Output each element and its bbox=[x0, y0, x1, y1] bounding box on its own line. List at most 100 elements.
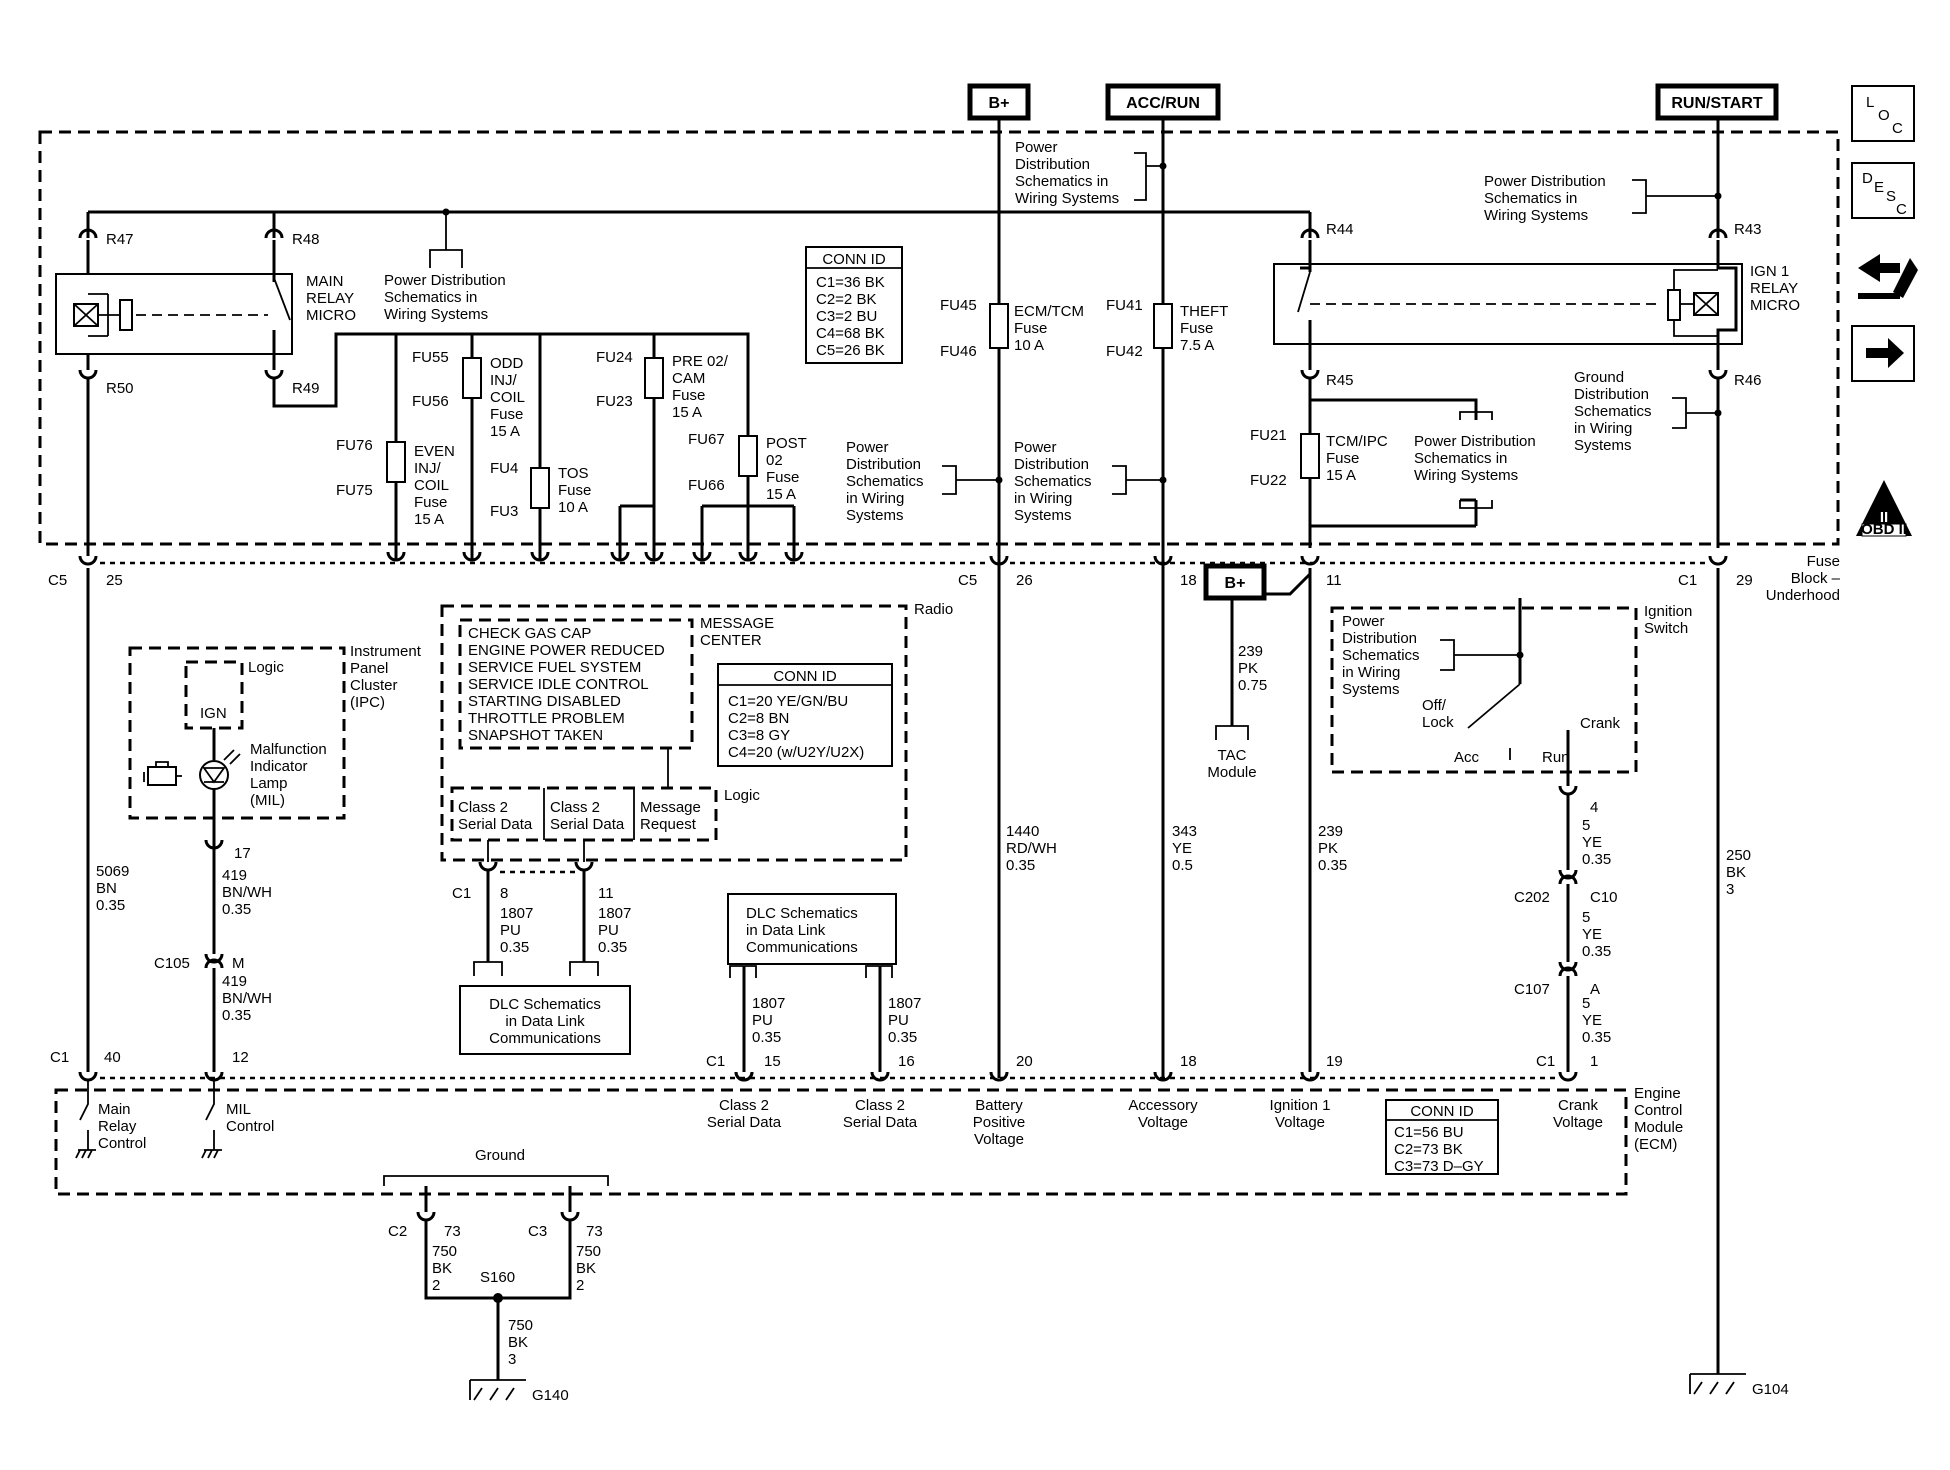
svg-text:MAIN: MAIN bbox=[306, 273, 344, 290]
accessory-voltage-wire: 343 YE 0.5 bbox=[1172, 823, 1197, 874]
svg-text:0.35: 0.35 bbox=[222, 1007, 251, 1024]
svg-text:FU75: FU75 bbox=[336, 482, 373, 499]
svg-text:COIL: COIL bbox=[414, 477, 449, 494]
svg-text:0.75: 0.75 bbox=[1238, 677, 1267, 694]
svg-text:Off/: Off/ bbox=[1422, 697, 1447, 714]
crank-voltage-wire: 4 5 YE 0.35 C202 C10 5 YE 0.35 C107 A 5 … bbox=[1514, 785, 1618, 1072]
svg-text:Schematics in: Schematics in bbox=[1484, 190, 1577, 207]
ignition-switch: B+ Ignition Switch Power Distribution Sc… bbox=[1203, 563, 1692, 786]
svg-text:C2=73 BK: C2=73 BK bbox=[1394, 1141, 1463, 1158]
svg-text:in Wiring: in Wiring bbox=[1014, 490, 1072, 507]
svg-text:PU: PU bbox=[500, 922, 521, 939]
svg-text:BK: BK bbox=[432, 1260, 452, 1277]
svg-text:0.5: 0.5 bbox=[1172, 857, 1193, 874]
svg-text:10 A: 10 A bbox=[558, 499, 588, 516]
svg-text:19: 19 bbox=[1326, 1053, 1343, 1070]
svg-text:FU4: FU4 bbox=[490, 460, 518, 477]
svg-text:A: A bbox=[1590, 981, 1600, 998]
svg-text:7.5 A: 7.5 A bbox=[1180, 337, 1214, 354]
svg-text:419: 419 bbox=[222, 867, 247, 884]
svg-text:Serial Data: Serial Data bbox=[458, 816, 533, 833]
svg-text:25: 25 bbox=[106, 572, 123, 589]
svg-text:Wiring Systems: Wiring Systems bbox=[1484, 207, 1588, 224]
svg-text:(MIL): (MIL) bbox=[250, 792, 285, 809]
fuse-ecm-tcm: FU45 FU46 ECM/TCM Fuse 10 A bbox=[940, 297, 1084, 360]
svg-text:OBD II: OBD II bbox=[1861, 521, 1907, 538]
svg-text:FU55: FU55 bbox=[412, 349, 449, 366]
engine-control-module: Engine Control Module (ECM) C1 40 12 C1 … bbox=[50, 1049, 1683, 1196]
svg-text:0.35: 0.35 bbox=[1582, 943, 1611, 960]
description-icon[interactable]: D E S C bbox=[1851, 162, 1915, 219]
svg-text:Crank: Crank bbox=[1558, 1097, 1599, 1114]
svg-text:MICRO: MICRO bbox=[306, 307, 356, 324]
svg-text:FU76: FU76 bbox=[336, 437, 373, 454]
svg-text:5: 5 bbox=[1582, 817, 1590, 834]
svg-text:1807: 1807 bbox=[888, 995, 921, 1012]
location-icon[interactable]: L O C bbox=[1851, 85, 1915, 142]
power-source-accrun: ACC/RUN bbox=[1105, 83, 1221, 121]
svg-text:Voltage: Voltage bbox=[1138, 1114, 1188, 1131]
fuse-block-conn-id: CONN ID C1=36 BK C2=2 BK C3=2 BU C4=68 B… bbox=[805, 246, 903, 364]
svg-text:C3=2 BU: C3=2 BU bbox=[816, 308, 877, 325]
svg-text:C2=2 BK: C2=2 BK bbox=[816, 291, 876, 308]
svg-text:CAM: CAM bbox=[672, 370, 705, 387]
svg-text:PU: PU bbox=[598, 922, 619, 939]
mil-control-wire: 17 419 BN/WH 0.35 C105 M 419 BN/WH 0.35 bbox=[154, 839, 272, 1072]
svg-text:C107: C107 bbox=[1514, 981, 1550, 998]
svg-text:MICRO: MICRO bbox=[1750, 297, 1800, 314]
svg-text:0.35: 0.35 bbox=[752, 1029, 781, 1046]
svg-text:Fuse: Fuse bbox=[1014, 320, 1047, 337]
navigation-arrows-icon[interactable] bbox=[1858, 254, 1918, 299]
svg-text:Distribution: Distribution bbox=[1014, 456, 1089, 473]
svg-text:15 A: 15 A bbox=[1326, 467, 1356, 484]
svg-text:Logic: Logic bbox=[248, 659, 284, 676]
pd-ref-top: Power Distribution Schematics in Wiring … bbox=[1015, 139, 1167, 207]
svg-text:Module: Module bbox=[1634, 1119, 1683, 1136]
fuse-odd-inj-coil: FU55 FU56 ODD INJ/ COIL Fuse 15 A bbox=[412, 334, 525, 560]
svg-text:CONN ID: CONN ID bbox=[822, 251, 886, 268]
next-page-arrow-icon[interactable] bbox=[1851, 325, 1915, 382]
pd-ref-mid-left: Power Distribution Schematics in Wiring … bbox=[846, 439, 1003, 524]
radio-serial-data-wires: 1807 PU 0.35 1807 PU 0.35 DLC Schematics… bbox=[459, 870, 631, 1055]
svg-text:FU3: FU3 bbox=[490, 503, 518, 520]
svg-text:C2: C2 bbox=[388, 1223, 407, 1240]
svg-text:B+: B+ bbox=[989, 95, 1010, 112]
svg-text:Class 2: Class 2 bbox=[550, 799, 600, 816]
svg-text:16: 16 bbox=[898, 1053, 915, 1070]
ign1-relay: IGN 1 RELAY MICRO R44 R43 R45 R46 bbox=[1273, 221, 1800, 389]
svg-text:Acc: Acc bbox=[1454, 749, 1480, 766]
svg-text:0.35: 0.35 bbox=[1582, 851, 1611, 868]
svg-text:Lamp: Lamp bbox=[250, 775, 288, 792]
svg-text:Serial Data: Serial Data bbox=[843, 1114, 918, 1131]
svg-text:Instrument: Instrument bbox=[350, 643, 422, 660]
svg-text:5: 5 bbox=[1582, 909, 1590, 926]
svg-text:FU41: FU41 bbox=[1106, 297, 1143, 314]
svg-text:II: II bbox=[1880, 509, 1888, 526]
engine-icon bbox=[143, 761, 182, 786]
svg-text:Systems: Systems bbox=[846, 507, 904, 524]
svg-text:SERVICE IDLE CONTROL: SERVICE IDLE CONTROL bbox=[468, 676, 649, 693]
svg-text:D: D bbox=[1862, 170, 1873, 187]
svg-text:Cluster: Cluster bbox=[350, 677, 398, 694]
svg-text:Wiring Systems: Wiring Systems bbox=[384, 306, 488, 323]
svg-text:C4=68 BK: C4=68 BK bbox=[816, 325, 885, 342]
svg-text:R48: R48 bbox=[292, 231, 320, 248]
svg-text:EVEN: EVEN bbox=[414, 443, 455, 460]
svg-text:Voltage: Voltage bbox=[1553, 1114, 1603, 1131]
svg-text:C1: C1 bbox=[50, 1049, 69, 1066]
svg-text:M: M bbox=[232, 955, 245, 972]
svg-text:Control: Control bbox=[226, 1118, 274, 1135]
svg-text:Voltage: Voltage bbox=[974, 1131, 1024, 1148]
svg-text:PK: PK bbox=[1238, 660, 1258, 677]
svg-text:SERVICE FUEL SYSTEM: SERVICE FUEL SYSTEM bbox=[468, 659, 641, 676]
svg-text:YE: YE bbox=[1582, 834, 1602, 851]
svg-text:Accessory: Accessory bbox=[1128, 1097, 1198, 1114]
svg-text:FU24: FU24 bbox=[596, 349, 633, 366]
svg-text:Logic: Logic bbox=[724, 787, 760, 804]
svg-text:Schematics: Schematics bbox=[846, 473, 924, 490]
svg-text:PU: PU bbox=[752, 1012, 773, 1029]
svg-text:Fuse: Fuse bbox=[1180, 320, 1213, 337]
svg-text:Battery: Battery bbox=[975, 1097, 1023, 1114]
svg-text:73: 73 bbox=[586, 1223, 603, 1240]
